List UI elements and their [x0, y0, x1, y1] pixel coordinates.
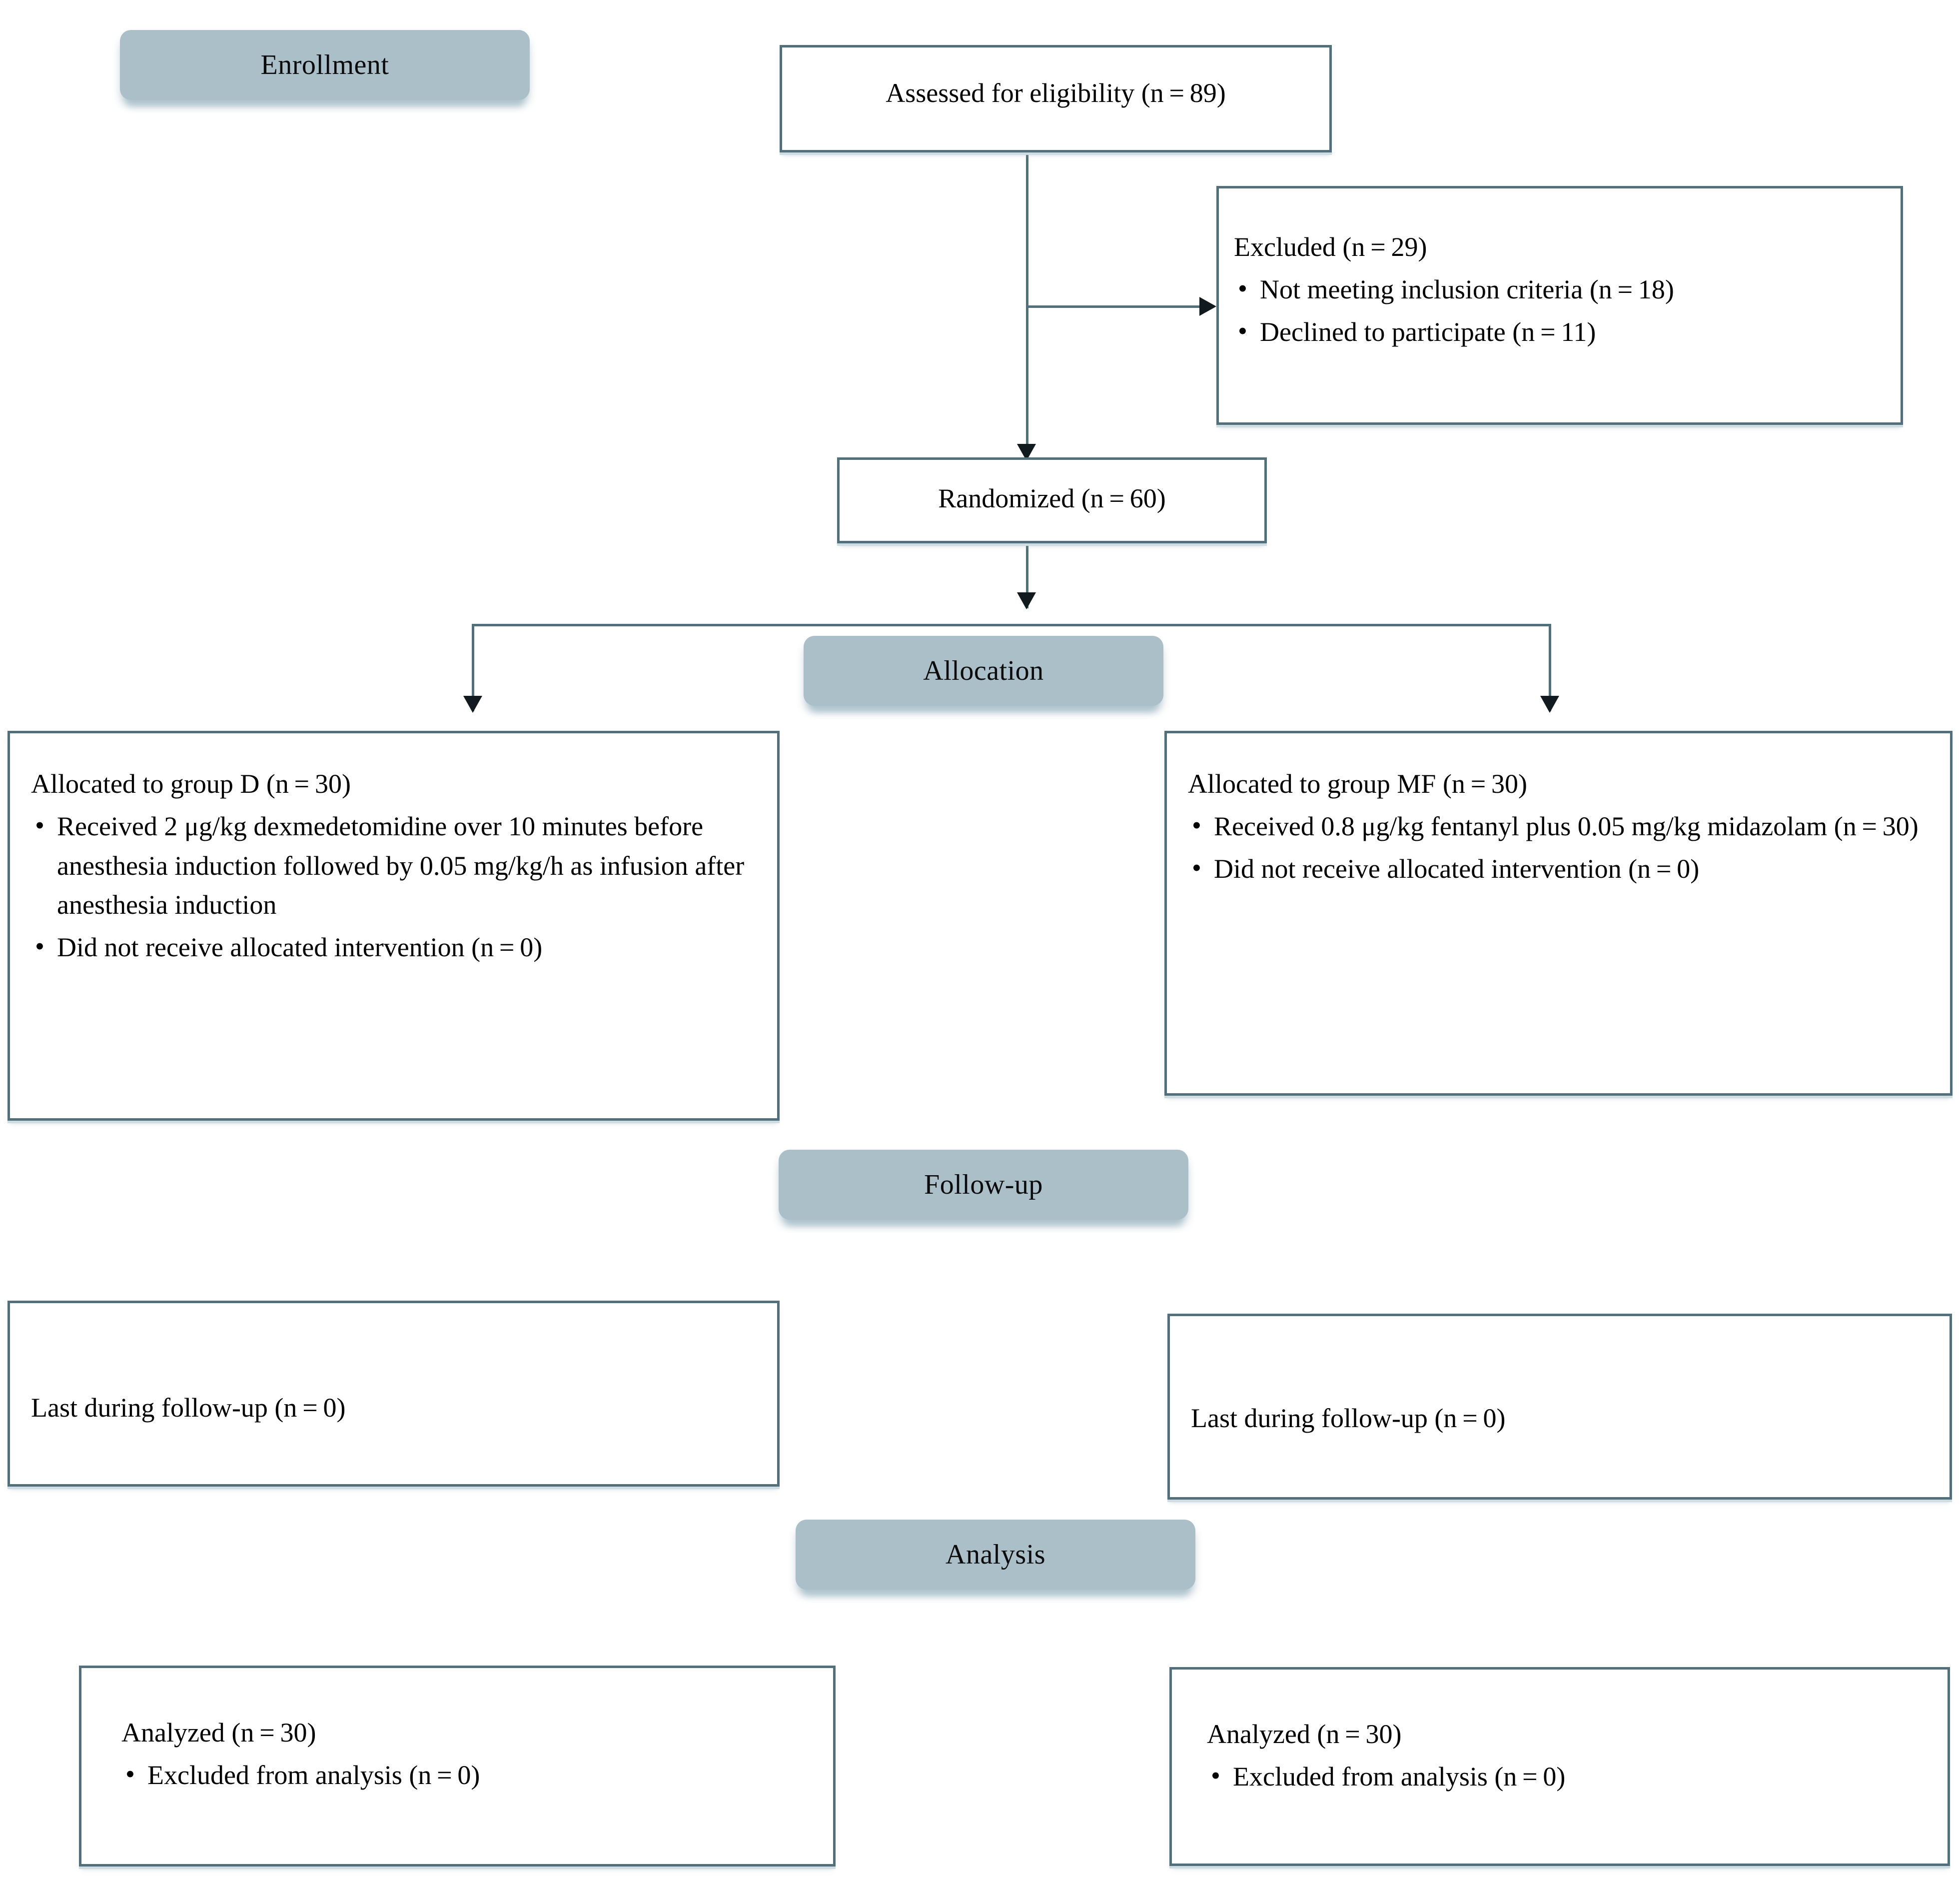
node-allocated-group-mf-heading: Allocated to group MF (n = 30) — [1188, 769, 1527, 799]
list-item: Excluded from analysis (n = 0) — [1207, 1756, 1927, 1797]
list-item: Did not receive allocated intervention (… — [31, 927, 748, 967]
connector-assessed-to-randomized — [1026, 152, 1028, 457]
stage-banner-enrollment-label: Enrollment — [260, 49, 389, 80]
connector-allocation-left-drop — [472, 624, 474, 711]
node-assessed-for-eligibility: Assessed for eligibility (n = 89) — [780, 45, 1332, 152]
stage-banner-allocation: Allocation — [804, 636, 1163, 706]
node-excluded-list: Not meeting inclusion criteria (n = 18) … — [1234, 269, 1886, 352]
node-randomized: Randomized (n = 60) — [837, 457, 1267, 543]
node-analyzed-left: Analyzed (n = 30) Excluded from analysis… — [79, 1666, 836, 1867]
list-item: Excluded from analysis (n = 0) — [121, 1755, 812, 1795]
node-allocated-group-d-list: Received 2 μg/kg dexmedetomidine over 10… — [31, 806, 748, 967]
stage-banner-analysis: Analysis — [796, 1520, 1195, 1590]
connector-randomized-down — [1026, 543, 1028, 608]
stage-banner-enrollment: Enrollment — [120, 30, 530, 100]
list-item: Received 0.8 μg/kg fentanyl plus 0.05 mg… — [1188, 806, 1925, 846]
node-analyzed-right-list: Excluded from analysis (n = 0) — [1207, 1756, 1927, 1797]
stage-banner-allocation-label: Allocation — [923, 655, 1044, 686]
list-item: Declined to participate (n = 11) — [1234, 311, 1886, 352]
stage-banner-analysis-label: Analysis — [946, 1539, 1045, 1570]
arrow-to-group-d-icon — [463, 696, 482, 713]
node-followup-right-text: Last during follow-up (n = 0) — [1191, 1403, 1506, 1433]
arrow-to-group-mf-icon — [1540, 696, 1559, 713]
connector-allocation-split-bar — [472, 624, 1551, 626]
connector-allocation-right-drop — [1549, 624, 1551, 711]
list-item: Not meeting inclusion criteria (n = 18) — [1234, 269, 1886, 309]
node-allocated-group-d-heading: Allocated to group D (n = 30) — [31, 769, 351, 799]
node-analyzed-left-heading: Analyzed (n = 30) — [121, 1718, 316, 1748]
stage-banner-followup: Follow-up — [779, 1150, 1188, 1220]
node-allocated-group-mf: Allocated to group MF (n = 30) Received … — [1164, 731, 1953, 1096]
node-analyzed-right-heading: Analyzed (n = 30) — [1207, 1719, 1402, 1749]
arrow-to-excluded-icon — [1199, 297, 1216, 316]
node-excluded-heading: Excluded (n = 29) — [1234, 232, 1427, 262]
stage-banner-followup-label: Follow-up — [924, 1169, 1043, 1200]
list-item: Did not receive allocated intervention (… — [1188, 848, 1925, 889]
arrow-randomized-split-icon — [1017, 592, 1036, 609]
list-item: Received 2 μg/kg dexmedetomidine over 10… — [31, 806, 748, 925]
node-followup-left-text: Last during follow-up (n = 0) — [31, 1393, 346, 1423]
node-assessed-text: Assessed for eligibility (n = 89) — [886, 78, 1226, 108]
node-allocated-group-d: Allocated to group D (n = 30) Received 2… — [7, 731, 780, 1121]
connector-to-excluded — [1026, 305, 1206, 308]
node-analyzed-left-list: Excluded from analysis (n = 0) — [121, 1755, 812, 1795]
node-followup-left: Last during follow-up (n = 0) — [7, 1301, 780, 1487]
node-followup-right: Last during follow-up (n = 0) — [1167, 1314, 1952, 1500]
node-analyzed-right: Analyzed (n = 30) Excluded from analysis… — [1169, 1667, 1950, 1866]
node-randomized-text: Randomized (n = 60) — [938, 483, 1166, 513]
node-allocated-group-mf-list: Received 0.8 μg/kg fentanyl plus 0.05 mg… — [1188, 806, 1925, 889]
node-excluded: Excluded (n = 29) Not meeting inclusion … — [1216, 186, 1903, 425]
